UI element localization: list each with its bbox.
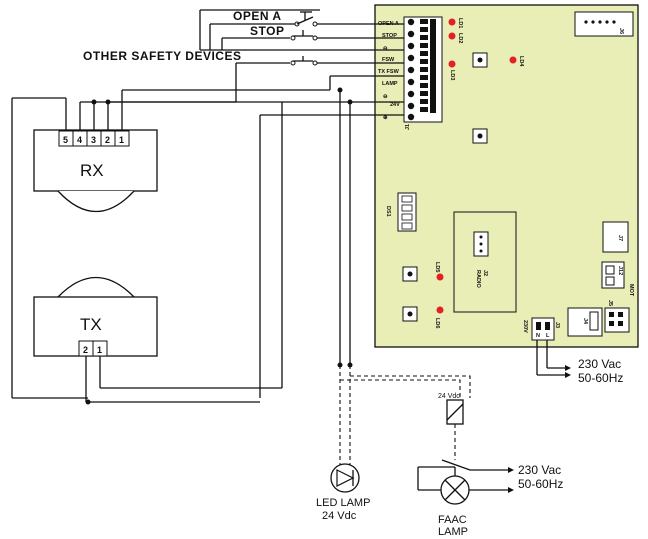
led-ld2-label: LD2 bbox=[457, 33, 463, 43]
board-button-1[interactable] bbox=[472, 52, 488, 68]
board-button-2[interactable] bbox=[472, 128, 488, 144]
mains-n-label: N bbox=[536, 333, 540, 339]
switches: OPEN A STOP OTHER SAFETY DEVICES bbox=[83, 9, 404, 66]
connector-j2-label: J2 bbox=[482, 270, 488, 276]
mains-l-label: L bbox=[546, 333, 550, 339]
connector-j3-label: J3 bbox=[554, 322, 560, 328]
led-ld1 bbox=[448, 18, 456, 26]
relay-label: 24 Vdc bbox=[438, 393, 460, 400]
tx-pin-1: 1 bbox=[97, 345, 102, 355]
mains-1-frequency: 50-60Hz bbox=[578, 371, 623, 385]
terminal-stop: STOP bbox=[382, 33, 397, 39]
tx-pin-2: 2 bbox=[83, 345, 88, 355]
led-ld6-label: LD6 bbox=[434, 318, 440, 328]
led-lamp: LED LAMP 24 Vdc bbox=[316, 463, 370, 522]
terminal-pos: ⊕ bbox=[383, 115, 388, 121]
led-ld1-label: LD1 bbox=[457, 18, 463, 28]
connector-j5-label: J5 bbox=[607, 300, 613, 306]
stop-label: STOP bbox=[250, 24, 284, 38]
rx-pin-1: 1 bbox=[119, 135, 124, 145]
mains-2-frequency: 50-60Hz bbox=[518, 477, 563, 491]
radio-slot bbox=[453, 211, 517, 313]
led-ld6 bbox=[436, 306, 444, 314]
open-a-label: OPEN A bbox=[233, 9, 282, 23]
terminal-lamp: LAMP bbox=[382, 81, 398, 87]
terminal-neg-2: ⊖ bbox=[383, 94, 388, 100]
dip-switch-ds1-label: DS1 bbox=[385, 206, 391, 217]
connector-j7 bbox=[602, 221, 629, 253]
connector-j7-label: J7 bbox=[617, 235, 623, 241]
led-ld3 bbox=[448, 60, 456, 68]
led-lamp-label-1: LED LAMP bbox=[316, 497, 370, 509]
faac-lamp: FAAC LAMP bbox=[417, 459, 514, 538]
connector-j1-label: J1 bbox=[405, 124, 411, 130]
rx-pin-2: 2 bbox=[105, 135, 110, 145]
board-button-3[interactable] bbox=[402, 266, 418, 282]
mains-1-voltage: 230 Vac bbox=[578, 357, 621, 371]
led-ld5-label: LD5 bbox=[434, 262, 440, 272]
rx-label: RX bbox=[80, 161, 104, 180]
other-safety-devices-label: OTHER SAFETY DEVICES bbox=[83, 49, 241, 63]
connector-j6-label: J6 bbox=[618, 28, 624, 34]
led-ld2 bbox=[448, 32, 456, 40]
led-lamp-label-2: 24 Vdc bbox=[322, 510, 357, 522]
connector-j5 bbox=[604, 307, 630, 333]
connector-j4-label: J4 bbox=[582, 318, 588, 325]
terminal-24v: 24V bbox=[390, 102, 400, 108]
rx-pin-4: 4 bbox=[77, 135, 82, 145]
tx-device: TX 2 1 bbox=[33, 276, 158, 357]
relay-24vdc: 24 Vdc bbox=[438, 393, 464, 460]
led-ld4-label: LD4 bbox=[518, 56, 524, 67]
faac-lamp-label-1: FAAC bbox=[438, 514, 467, 526]
terminal-neg-1: ⊖ bbox=[383, 46, 388, 52]
rx-pin-5: 5 bbox=[63, 135, 68, 145]
terminal-fsw: FSW bbox=[382, 57, 395, 63]
rx-pin-3: 3 bbox=[91, 135, 96, 145]
led-ld3-label: LD3 bbox=[449, 70, 455, 80]
radio-label: RADIO bbox=[475, 270, 481, 288]
terminal-tx-fsw: TX FSW bbox=[378, 69, 400, 75]
mains-voltage-label: 230V bbox=[522, 320, 528, 333]
led-ld4 bbox=[509, 56, 517, 64]
motor-label: MOT bbox=[628, 284, 634, 297]
board-button-4[interactable] bbox=[402, 306, 418, 322]
wiring bbox=[11, 63, 571, 470]
tx-label: TX bbox=[80, 315, 102, 334]
control-board: OPEN A STOP ⊖ FSW TX FSW LAMP ⊖ 24V ⊕ J1… bbox=[374, 4, 639, 348]
rx-device: RX 5 4 3 2 1 bbox=[33, 129, 158, 213]
led-ld5 bbox=[436, 273, 444, 281]
connector-j12-label: J12 bbox=[617, 266, 623, 275]
dip-switch-ds1[interactable] bbox=[397, 192, 417, 232]
mains-2-voltage: 230 Vac bbox=[518, 463, 561, 477]
faac-lamp-label-2: LAMP bbox=[438, 526, 468, 538]
connector-j6 bbox=[574, 11, 634, 37]
